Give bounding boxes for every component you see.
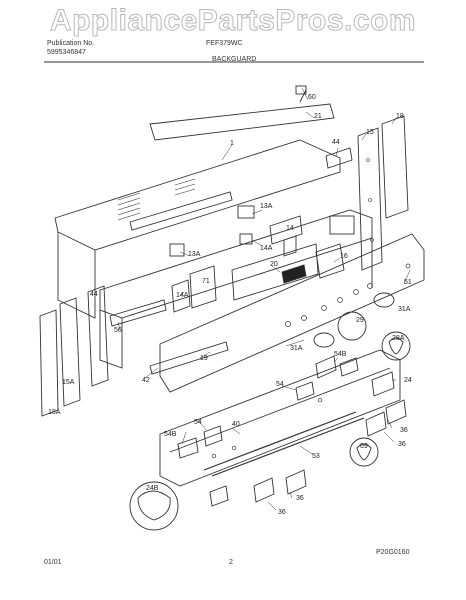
callout-label: 14A (176, 292, 189, 299)
callout-label: 69 (360, 443, 368, 450)
callout-label: 16 (340, 253, 348, 260)
callout-label: 54 (276, 381, 284, 388)
page-number: 2 (229, 559, 233, 566)
callout-label: 18 (396, 113, 404, 120)
callout-label: 60 (308, 94, 316, 101)
callout-label: 14A (260, 245, 273, 252)
callout-label: 53 (312, 453, 320, 460)
callout-label: 42 (142, 377, 150, 384)
callout-label: 56 (114, 327, 122, 334)
callout-label: 13A (188, 251, 201, 258)
section-title: BACKGUARD (212, 56, 257, 63)
callout-label: 18A (48, 409, 61, 416)
callout-label: 29 (356, 317, 364, 324)
callout-label: 54 (194, 419, 202, 426)
callout-label: 51 (404, 279, 412, 286)
callout-label: 36 (296, 495, 304, 502)
callout-label: 21 (314, 113, 322, 120)
callout-label: 13A (260, 203, 273, 210)
callout-label: 28A (392, 335, 405, 342)
callout-label: 40 (232, 421, 240, 428)
callout-label: 44 (332, 139, 340, 146)
callout-label: 15A (62, 379, 75, 386)
callout-label: 54B (164, 431, 177, 438)
callout-label: 36 (278, 509, 286, 516)
model-number: FEF379WC (206, 40, 243, 47)
callout-label: 44 (90, 291, 98, 298)
callout-label: 54B (334, 351, 347, 358)
publication-label: Publication No. (47, 40, 95, 47)
callout-labels: 60 21 1 44 15 18 13A 14 14A 13A 20 16 71… (48, 94, 412, 516)
publication-number: 5995346847 (47, 49, 86, 56)
callout-label: 15 (366, 129, 374, 136)
callout-label: 31A (398, 306, 411, 313)
callout-label: 1 (230, 140, 234, 147)
callout-label: 36 (398, 441, 406, 448)
watermark: AppliancePartsPros.com (49, 4, 417, 38)
footer-date: 01/01 (44, 559, 62, 566)
callout-label: 24 (404, 377, 412, 384)
callout-label: 36 (400, 427, 408, 434)
callout-label: 31A (290, 345, 303, 352)
figure-code: P20G0160 (376, 549, 410, 556)
callout-label: 14 (286, 225, 294, 232)
callout-label: 19 (200, 355, 208, 362)
callout-label: 24B (146, 485, 159, 492)
callout-label: 20 (270, 261, 278, 268)
callout-label: 71 (202, 278, 210, 285)
